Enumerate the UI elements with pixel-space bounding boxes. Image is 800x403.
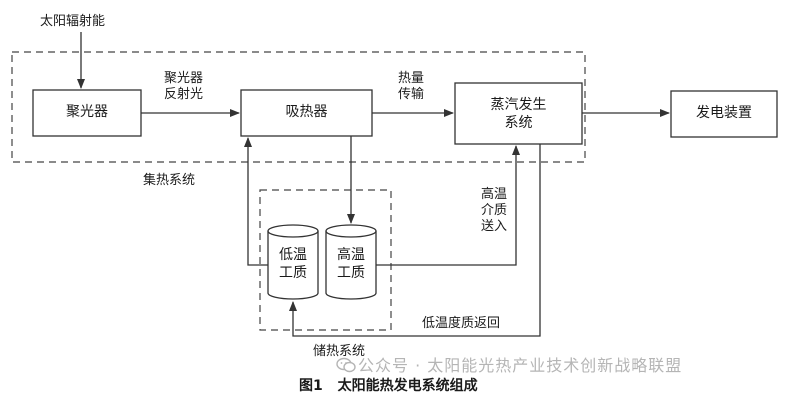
storage-system-label: 储热系统 (313, 344, 366, 359)
low-temp-tank-label: 低温 工质 (279, 247, 307, 281)
collector-system-label: 集热系统 (143, 173, 196, 188)
heat-transfer-label: 热量 传输 (398, 71, 425, 102)
cold-medium-return-arrow (289, 144, 541, 337)
storage-system-boundary (259, 189, 392, 331)
figure-number: 图1 (299, 378, 323, 394)
absorber-label: 吸热器 (285, 104, 328, 120)
high-temp-tank (325, 224, 377, 300)
solar-radiation-label: 太阳辐射能 (40, 14, 106, 29)
wechat-icon (336, 357, 356, 373)
watermark-text: 公众号 · 太阳能光热产业技术创新战略联盟 (358, 356, 683, 375)
hot-medium-supply-arrow (376, 145, 520, 266)
low-temp-return-label: 低温度质返回 (422, 316, 501, 331)
high-temp-medium-label: 高温 介质 送入 (481, 187, 508, 234)
figure-title: 太阳能热发电系统组成 (337, 378, 478, 394)
cold-tank-to-absorber-arrow (244, 137, 268, 266)
concentrator-label: 聚光器 (66, 104, 108, 120)
power-generation-box (670, 90, 778, 138)
reflected-light-label: 聚光器 反射光 (164, 71, 204, 102)
high-temp-tank-label: 高温 工质 (337, 247, 365, 281)
steam-generator-label: 蒸汽发生 系统 (490, 97, 547, 131)
collector-system-boundary (11, 51, 586, 163)
figure-caption: 图1 太阳能热发电系统组成 (299, 378, 478, 394)
absorber-box (240, 89, 373, 137)
power-generation-label: 发电装置 (696, 105, 752, 121)
low-temp-tank (267, 224, 319, 300)
